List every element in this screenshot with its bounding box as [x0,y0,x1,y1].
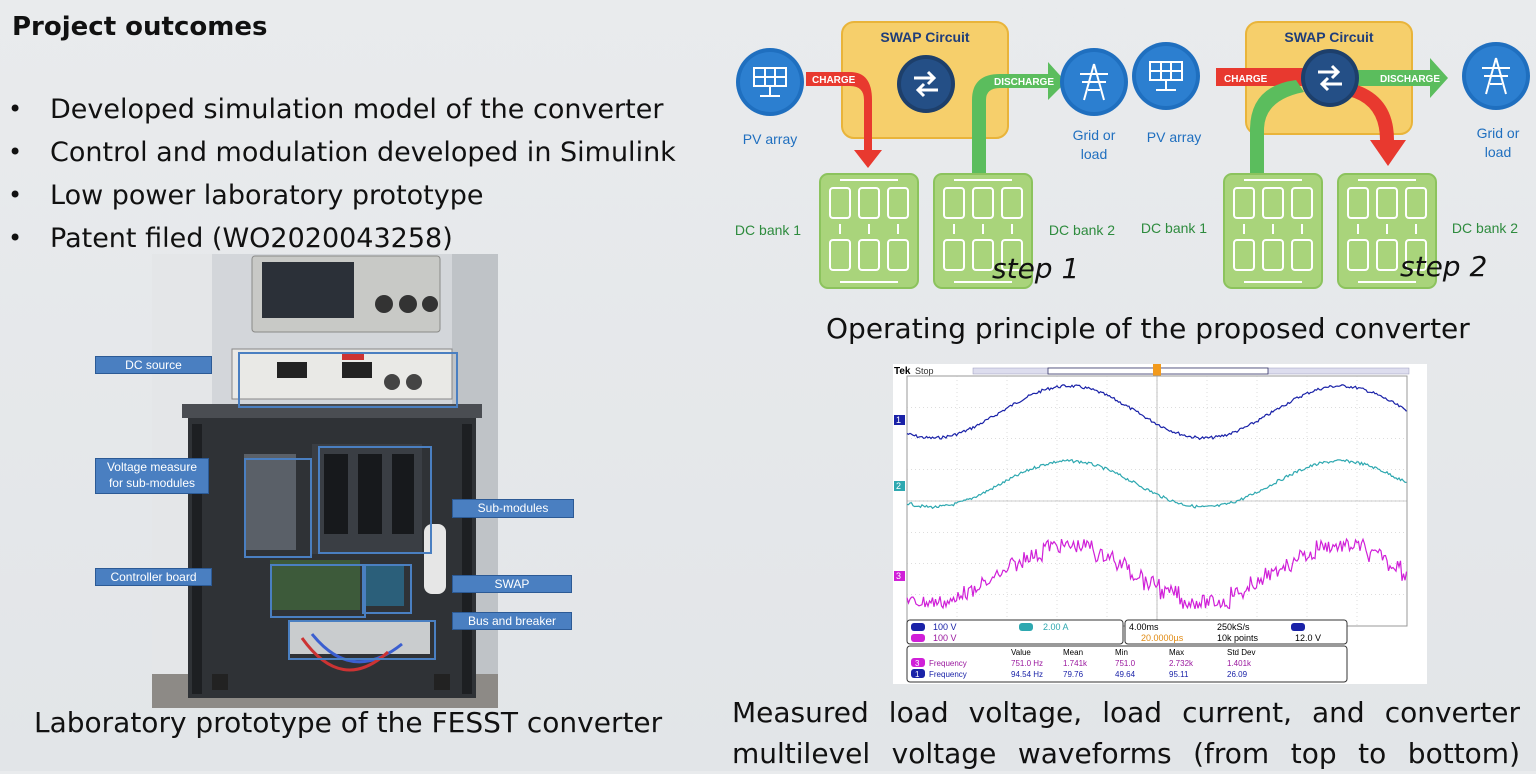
voltage-measure-outline [244,458,312,558]
bus-outline [288,620,436,660]
sample-rate: 250kS/s [1217,622,1250,632]
pv-icon [735,47,805,117]
step1-label: step 1 [992,252,1079,285]
label-dc-source: DC source [95,356,212,374]
meas-header: Max [1169,648,1184,657]
meas-value: 79.76 [1063,670,1084,679]
meas-value: 95.11 [1169,670,1189,679]
grid-label-1a: Grid or [1073,127,1116,143]
scope-state: Stop [915,366,934,376]
dc-bank2-label-2: DC bank 2 [1452,220,1518,236]
meas-label: Frequency [929,659,967,668]
dc-bank1-label-2: DC bank 1 [1141,220,1207,236]
meas-channel-badge [911,658,925,667]
waveform-ch1 [906,384,1407,441]
label-swap: SWAP [452,575,572,593]
meas-header: Value [1011,648,1031,657]
diagram-caption: Operating principle of the proposed conv… [826,312,1470,345]
dc-bank1-label-1: DC bank 1 [735,222,801,238]
meas-value: 751.0 Hz [1011,659,1043,668]
step2-label: step 2 [1400,250,1487,283]
scope-brand: Tek [894,366,911,377]
meas-value: 1.741k [1063,659,1088,668]
sub-modules-outline [318,446,432,554]
record-length: 10k points [1217,633,1259,643]
timebase: 4.00ms [1129,622,1159,632]
label-bus-breaker: Bus and breaker [452,612,572,630]
discharge-label-2: DISCHARGE [1380,74,1440,85]
scope-caption: Measured load voltage, load current, and… [732,692,1520,774]
meas-header: Std Dev [1227,648,1255,657]
meas-value: 751.0 [1115,659,1136,668]
outcome-item: Developed simulation model of the conver… [0,88,676,131]
waveform-ch3 [906,537,1408,610]
grid-icon [1461,41,1531,111]
oscilloscope-capture: Tek Stop 1 2 3 100 V 100 V 2.00 A 4.00ms… [893,364,1427,684]
meas-label: Frequency [929,670,967,679]
swap-title-2: SWAP Circuit [1284,29,1374,45]
charge-label-1: CHARGE [812,75,856,86]
grid-label-2b: load [1485,144,1511,160]
meas-channel: 3 [915,659,920,668]
swap-outline [362,564,412,614]
swap-title-1: SWAP Circuit [880,29,970,45]
pv-icon [1131,41,1201,111]
meas-channel: 1 [915,670,920,679]
meas-value: 2.732k [1169,659,1194,668]
ch3-scale: 100 V [933,633,957,643]
scope-caption-line: multilevel voltage waveforms (from top t… [732,737,1520,770]
dc-bank-icon [1223,173,1323,289]
dc-bank-icon [819,173,919,289]
dc-bank2-label-1: DC bank 2 [1049,222,1115,238]
outcome-list: Developed simulation model of the conver… [0,88,676,260]
channel-marker-2-text: 2 [896,481,901,491]
channel-marker-3-text: 3 [896,571,901,581]
meas-header: Mean [1063,648,1083,657]
operating-principle-diagram: SWAP Circuit CHARGE DISCHARGE PV array G… [730,0,1536,300]
ch2-scale: 2.00 A [1043,622,1069,632]
outcome-item: Control and modulation developed in Simu… [0,131,676,174]
meas-value: 49.64 [1115,670,1136,679]
scope-caption-line: Measured load voltage, load current, and… [732,696,1520,729]
charge-label-2: CHARGE [1224,74,1268,85]
grid-icon [1059,47,1129,117]
page-title: Project outcomes [12,12,268,42]
meas-header: Min [1115,648,1128,657]
dc-source-outline [238,352,458,408]
outcome-item: Low power laboratory prototype [0,174,676,217]
meas-value: 94.54 Hz [1011,670,1043,679]
swap-icon [895,53,957,115]
ch1-scale: 100 V [933,622,957,632]
meas-value: 26.09 [1227,670,1248,679]
trigger-delay: 20.0000µs [1141,633,1184,643]
meas-value: 1.401k [1227,659,1252,668]
label-voltage-measure: Voltage measure for sub-modules [95,458,209,494]
trigger-level: 12.0 V [1295,633,1321,643]
channel-marker-2 [894,481,905,491]
channel-marker-3 [894,571,905,581]
waveform-ch2 [906,458,1407,510]
discharge-label-1: DISCHARGE [994,77,1054,88]
channel-marker-1-text: 1 [896,415,901,425]
grid-label-1b: load [1081,146,1107,162]
grid-label-2a: Grid or [1477,125,1520,141]
label-controller-board: Controller board [95,568,212,586]
controller-outline [270,564,366,618]
channel-marker-1 [894,415,905,425]
label-sub-modules: Sub-modules [452,499,574,518]
outcome-item: Patent filed (WO2020043258) [0,217,676,260]
meas-channel-badge [911,669,925,678]
pv-label-1: PV array [743,131,797,147]
pv-label-2: PV array [1147,129,1201,145]
swap-icon [1299,47,1361,109]
photo-caption: Laboratory prototype of the FESST conver… [34,706,663,739]
